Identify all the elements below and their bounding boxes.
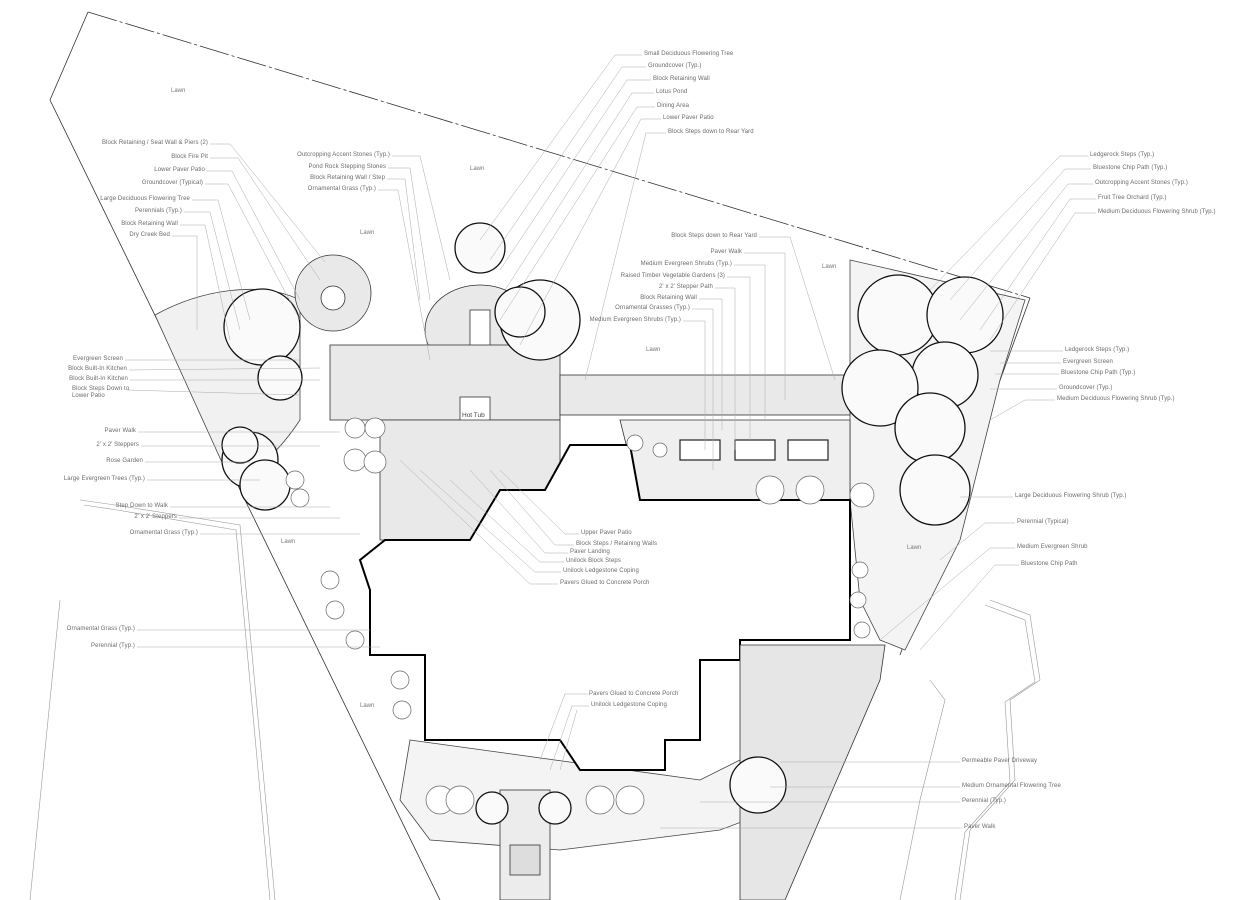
callout: Block Retaining Wall [121,221,178,227]
callout: Block Built-In Kitchen [68,366,127,372]
callout: Block Steps / Retaining Walls [576,541,658,547]
house-outline [358,444,851,771]
callout: Medium Evergreen Shrubs (Typ.) [589,317,681,323]
callout: Block Retaining / Seat Wall & Piers (2) [101,140,208,146]
callout: Ornamental Grasses (Typ.) [615,305,690,311]
callout: 2' x 2' Steppers [96,442,139,448]
callout: Large Evergreen Trees (Typ.) [63,476,145,482]
callout: Outcropping Accent Stones (Typ.) [297,152,390,158]
callout: Evergreen Screen [1063,359,1113,365]
callout: Permeable Paver Driveway [962,758,1038,764]
callout: Block Retaining Wall [653,76,710,82]
callout: Small Deciduous Flowering Tree [644,51,734,57]
callout: Ornamental Grass (Typ.) [307,186,376,192]
raised-vegetable-gardens [679,439,829,461]
callout: Lower Paver Patio [154,167,205,173]
callout: Pavers Glued to Concrete Porch [560,580,650,586]
shrubs [285,417,875,815]
callout: Block Retaining Wall [640,295,697,301]
callout: Lower Paver Patio [663,115,714,121]
callout: Block Retaining Wall / Step [310,175,385,181]
callout: Large Deciduous Flowering Shrub (Typ.) [1015,493,1127,499]
leader-lines [125,54,1096,829]
callout: Perennial (Typ.) [962,798,1006,804]
callout: Paver Walk [710,249,742,255]
lawn-label: Lawn [281,539,296,545]
callout: Unilock Ledgestone Coping [591,702,667,708]
callout: 2' x 2' Steppers [134,514,177,520]
callout: Outcropping Accent Stones (Typ.) [1095,180,1188,186]
driveway [499,644,886,900]
callout: 2' x 2' Stepper Path [659,284,713,290]
callout: Groundcover (Typical) [141,180,203,186]
callout: Groundcover (Typ.) [1059,385,1113,391]
lawn-label: Lawn [470,166,485,172]
callout: Bluestone Chip Path (Typ.) [1093,165,1168,171]
lawn-label: Lawn [822,264,837,270]
trees [221,222,1004,825]
callout: Medium Deciduous Flowering Shrub (Typ.) [1057,396,1175,402]
callout: Pavers Glued to Concrete Porch [589,691,679,697]
callout: Ornamental Grass (Typ.) [129,530,198,536]
callout: Evergreen Screen [73,356,123,362]
callout: Medium Ornamental Flowering Tree [962,783,1061,789]
callout: Large Deciduous Flowering Tree [100,196,190,202]
callout: Paver Walk [964,824,996,830]
callout: Perennials (Typ.) [134,208,182,214]
callout: Pond Rock Stepping Stones [308,164,386,170]
callout: Lower Patio [72,393,105,399]
callout: Medium Evergreen Shrub [1017,544,1088,550]
hot-tub-label: Hot Tub [462,412,485,419]
neighbor-houses [29,499,1041,900]
callout: Perennial (Typical) [1017,519,1069,525]
callout: Fruit Tree Orchard (Typ.) [1098,195,1167,201]
callout: Ledgerock Steps (Typ.) [1090,152,1155,158]
callout: Raised Timber Vegetable Gardens (3) [620,273,725,279]
lawn-label: Lawn [360,703,375,709]
callout: Perennial (Typ.) [91,643,135,649]
callout: Medium Evergreen Shrubs (Typ.) [640,261,732,267]
callout: Block Steps down to Rear Yard [668,129,754,135]
callout: Groundcover (Typ.) [648,63,702,69]
lawn-label: Lawn [646,347,661,353]
lawn-label: Lawn [907,545,922,551]
callout: Block Steps down to Rear Yard [671,233,757,239]
callout: Step Down to Walk [115,503,168,509]
callout: Bluestone Chip Path [1021,561,1078,567]
lawn-label: Lawn [171,88,186,94]
callout: Block Steps Down to [72,386,130,392]
callout: Rose Garden [106,458,143,464]
callout: Ledgerock Steps (Typ.) [1065,347,1130,353]
callout: Bluestone Chip Path (Typ.) [1061,370,1136,376]
callout: Unilock Block Steps [566,558,621,564]
callout: Dry Creek Bed [129,232,170,238]
callout: Paver Landing [570,549,610,555]
callout: Upper Paver Patio [581,530,632,536]
callout: Medium Deciduous Flowering Shrub (Typ.) [1098,209,1216,215]
callout: Paver Walk [104,428,136,434]
callout: Unilock Ledgestone Coping [563,568,639,574]
lawn-label: Lawn [360,230,375,236]
callout: Block Built-In Kitchen [69,376,128,382]
callout: Lotus Pond [656,89,688,95]
callout: Ornamental Grass (Typ.) [66,626,135,632]
callout: Block Fire Pit [171,154,208,160]
callout: Dining Area [657,103,690,109]
